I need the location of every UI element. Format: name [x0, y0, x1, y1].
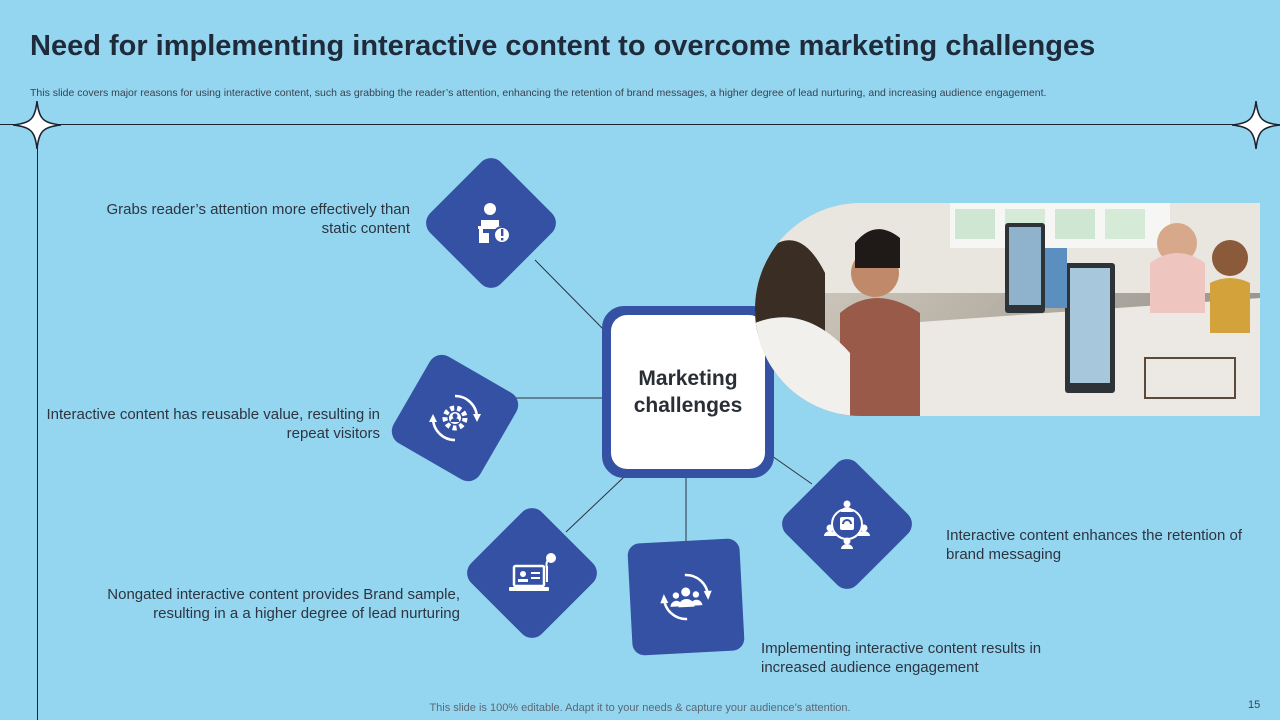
sparkle-star-right-icon — [1232, 101, 1280, 149]
reason-2-label: Interactive content has reusable value, … — [46, 406, 380, 442]
page-number: 15 — [1248, 699, 1261, 711]
reuse-gear-icon — [429, 394, 481, 442]
reason-1-label: Grabs reader’s attention more effectivel… — [106, 201, 410, 237]
left-divider — [37, 124, 38, 720]
reason-4-square — [627, 538, 745, 656]
reader-alert-icon — [478, 203, 511, 244]
center-box: Marketing challenges — [602, 306, 774, 478]
reason-3-label: Nongated interactive content provides Br… — [107, 586, 460, 622]
sparkle-star-left-icon — [13, 101, 61, 149]
reason-2-diamond — [386, 349, 524, 487]
reason-1-diamond — [420, 152, 562, 294]
slide-title: Need for implementing interactive conten… — [30, 30, 1096, 62]
team-network-icon — [824, 500, 870, 549]
center-label-line2: challenges — [633, 394, 743, 417]
reason-3-diamond — [461, 502, 603, 644]
reason-5-label: Interactive content enhances the retenti… — [946, 527, 1243, 563]
reason-4-label: Implementing interactive content results… — [761, 640, 1042, 676]
center-label: Marketing challenges — [611, 315, 765, 469]
slide-subtitle: This slide covers major reasons for usin… — [30, 87, 1047, 99]
center-label-line1: Marketing — [638, 367, 738, 390]
audience-cycle-icon — [660, 573, 712, 621]
reason-5-diamond — [776, 453, 918, 595]
header-divider — [0, 124, 1280, 125]
laptop-growth-icon — [509, 553, 556, 591]
office-team-photo — [755, 203, 1260, 416]
footer-note: This slide is 100% editable. Adapt it to… — [429, 702, 851, 714]
